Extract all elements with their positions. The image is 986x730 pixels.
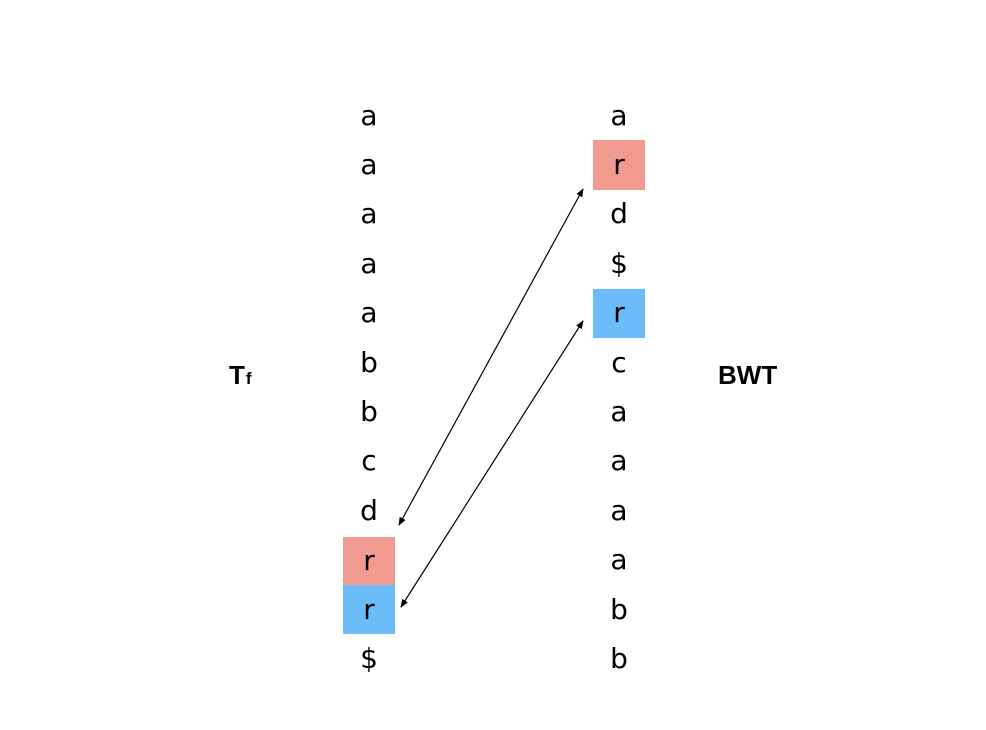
tf-label-main: T bbox=[229, 360, 245, 390]
tf-cell: a bbox=[360, 98, 378, 132]
tf-cell: c bbox=[361, 444, 377, 478]
bwt-cell: a bbox=[610, 493, 628, 527]
bwt-label: BWT bbox=[718, 360, 778, 390]
bwt-cell-highlight-blue: r bbox=[593, 288, 645, 338]
bwt-cell: b bbox=[610, 592, 628, 626]
tf-cell: b bbox=[360, 395, 378, 429]
bwt-cell: d bbox=[610, 197, 628, 231]
tf-cell: b bbox=[360, 345, 378, 379]
mapping-arrow-red bbox=[398, 188, 584, 526]
bwt-cell: a bbox=[610, 543, 628, 577]
bwt-cell: b bbox=[610, 641, 628, 675]
tf-cell: a bbox=[360, 197, 378, 231]
bwt-cell: $ bbox=[610, 246, 628, 280]
tf-cell: a bbox=[360, 148, 378, 182]
tf-cell: $ bbox=[360, 641, 378, 675]
bwt-cell: c bbox=[611, 345, 627, 379]
mapping-arrow-blue bbox=[400, 320, 584, 608]
tf-label: Tf bbox=[229, 362, 252, 388]
tf-cell-highlight-blue: r bbox=[343, 584, 395, 635]
bwt-cell: a bbox=[610, 395, 628, 429]
tf-cell: a bbox=[360, 296, 378, 330]
bwt-column: a r d $ r c a a a a b b bbox=[593, 91, 645, 684]
bwt-cell: a bbox=[610, 444, 628, 478]
tf-label-subscript: f bbox=[245, 369, 252, 388]
tf-cell-highlight-red: r bbox=[343, 536, 395, 585]
tf-cell: d bbox=[360, 493, 378, 527]
tf-cell: a bbox=[360, 246, 378, 280]
tf-column: a a a a a b b c d r r $ bbox=[343, 91, 395, 684]
bwt-cell: a bbox=[610, 98, 628, 132]
bwt-cell-highlight-red: r bbox=[593, 140, 645, 190]
